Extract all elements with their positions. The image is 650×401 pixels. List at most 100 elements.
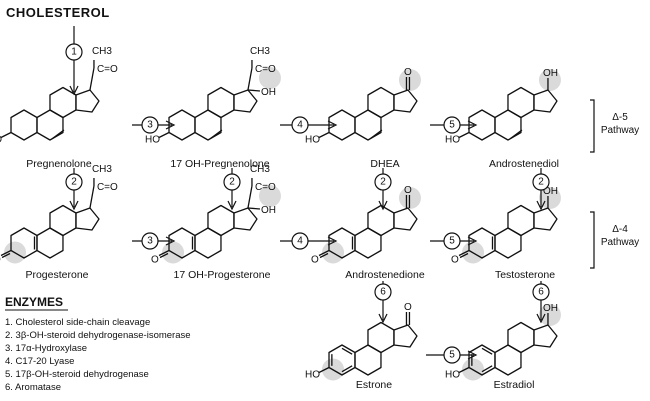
molecule-androstenedione: OO — [311, 185, 421, 266]
ring-d — [393, 89, 418, 113]
step-4-marker-row1: 4 — [291, 116, 309, 134]
ring-d — [393, 324, 418, 348]
ring-d — [233, 207, 258, 231]
ring-d — [533, 324, 558, 348]
step-1-marker: 1 — [65, 43, 83, 61]
label-17oh-pregnenolone: 17 OH-Pregnenolone — [170, 158, 269, 170]
step-2-marker-col3: 2 — [374, 173, 392, 191]
ring-c — [507, 204, 535, 237]
diagram-title: CHOLESTEROL — [6, 5, 110, 20]
ketone-oxygen-3: O — [451, 255, 459, 266]
carbonyl-20: C=O — [255, 64, 276, 75]
hydroxyl-17: OH — [261, 87, 276, 98]
label-estradiol: Estradiol — [494, 379, 535, 391]
ring-a — [10, 109, 38, 141]
ketone-oxygen-3: O — [311, 255, 319, 266]
svg-text:4: 4 — [297, 236, 303, 247]
svg-text:6: 6 — [380, 287, 386, 298]
ring-c — [49, 204, 77, 237]
hydroxyl-17: OH — [261, 205, 276, 216]
ring-c — [207, 86, 235, 119]
label-progesterone: Progesterone — [25, 269, 88, 281]
label-androstenediol: Androstenediol — [489, 158, 559, 170]
enzyme-3: 3. 17α-Hydroxylase — [5, 343, 87, 354]
hydroxyl-17: OH — [543, 186, 558, 197]
delta4-pathway-bracket: Δ-4 Pathway — [590, 211, 639, 269]
enzyme-legend: ENZYMES 1. Cholesterol side-chain cleava… — [5, 295, 191, 393]
delta5-pathway-bracket: Δ-5 Pathway — [590, 99, 639, 153]
svg-text:1: 1 — [71, 47, 77, 58]
highlight-side-chain — [258, 185, 281, 207]
highlight-c17 — [538, 304, 561, 326]
ring-d — [75, 207, 100, 231]
svg-text:2: 2 — [380, 177, 386, 188]
step-2-marker-col1: 2 — [65, 173, 83, 191]
step-2-marker-col2: 2 — [223, 173, 241, 191]
label-dhea: DHEA — [370, 158, 399, 170]
svg-text:6: 6 — [538, 287, 544, 298]
svg-text:5: 5 — [449, 350, 455, 361]
label-testosterone: Testosterone — [495, 269, 555, 281]
ketone-oxygen-3: O — [0, 255, 1, 266]
svg-text:5: 5 — [449, 236, 455, 247]
ring-d — [533, 207, 558, 231]
molecule-dhea: HO O — [305, 67, 421, 146]
carbonyl-20: C=O — [97, 182, 118, 193]
label-androstenedione: Androstenedione — [345, 269, 425, 281]
label-estrone: Estrone — [356, 379, 392, 391]
step-2-marker-col4: 2 — [532, 173, 550, 191]
step-5-marker-row3: 5 — [443, 346, 461, 364]
step-6-marker-col3: 6 — [374, 283, 392, 301]
hydroxyl-17: OH — [543, 303, 558, 314]
ring-d — [233, 89, 258, 113]
highlight-c17 — [538, 69, 561, 91]
ketone-oxygen-17: O — [404, 185, 412, 196]
label-pregnenolone: Pregnenolone — [26, 158, 92, 170]
molecule-testosterone: O OH — [451, 186, 561, 266]
svg-text:2: 2 — [71, 177, 77, 188]
reaction-arrows — [69, 26, 546, 360]
svg-text:5: 5 — [449, 120, 455, 131]
hydroxyl-3: HO — [0, 135, 2, 146]
delta4-label: Δ-4 — [612, 224, 628, 235]
ketone-oxygen-3: O — [151, 255, 159, 266]
hydroxyl-3: HO — [305, 135, 320, 146]
step-5-marker-row1: 5 — [443, 116, 461, 134]
ring-d — [75, 89, 100, 113]
svg-text:3: 3 — [147, 236, 153, 247]
delta4-pathway-word: Pathway — [601, 237, 639, 248]
hydroxyl-17: OH — [543, 68, 558, 79]
enzyme-6: 6. Aromatase — [5, 382, 61, 393]
ring-c — [507, 86, 535, 119]
enzymes-heading: ENZYMES — [5, 295, 63, 309]
carbonyl-20: C=O — [255, 182, 276, 193]
ketone-oxygen-17: O — [404, 67, 412, 78]
molecule-estrone: HOO — [305, 302, 418, 381]
ring-c — [49, 86, 77, 119]
ring-c — [507, 321, 535, 354]
methyl-21: CH3 — [250, 46, 270, 57]
step-3-marker-row2: 3 — [141, 232, 159, 250]
molecule-androstenediol: HO OH — [445, 68, 561, 146]
delta5-pathway-word: Pathway — [601, 125, 639, 136]
enzyme-5: 5. 17β-OH-steroid dehydrogenase — [5, 369, 149, 380]
step-3-marker-row1: 3 — [141, 116, 159, 134]
ring-c — [367, 204, 395, 237]
svg-text:4: 4 — [297, 120, 303, 131]
ring-d — [393, 207, 418, 231]
svg-text:2: 2 — [538, 177, 544, 188]
ring-c — [367, 321, 395, 354]
delta5-label: Δ-5 — [612, 112, 628, 123]
step-6-marker-col4: 6 — [532, 283, 550, 301]
methyl-21: CH3 — [92, 46, 112, 57]
enzyme-1: 1. Cholesterol side-chain cleavage — [5, 317, 150, 328]
ketone-oxygen-17: O — [404, 302, 412, 313]
hydroxyl-3: HO — [445, 135, 460, 146]
label-17oh-progesterone: 17 OH-Progesterone — [174, 269, 271, 281]
